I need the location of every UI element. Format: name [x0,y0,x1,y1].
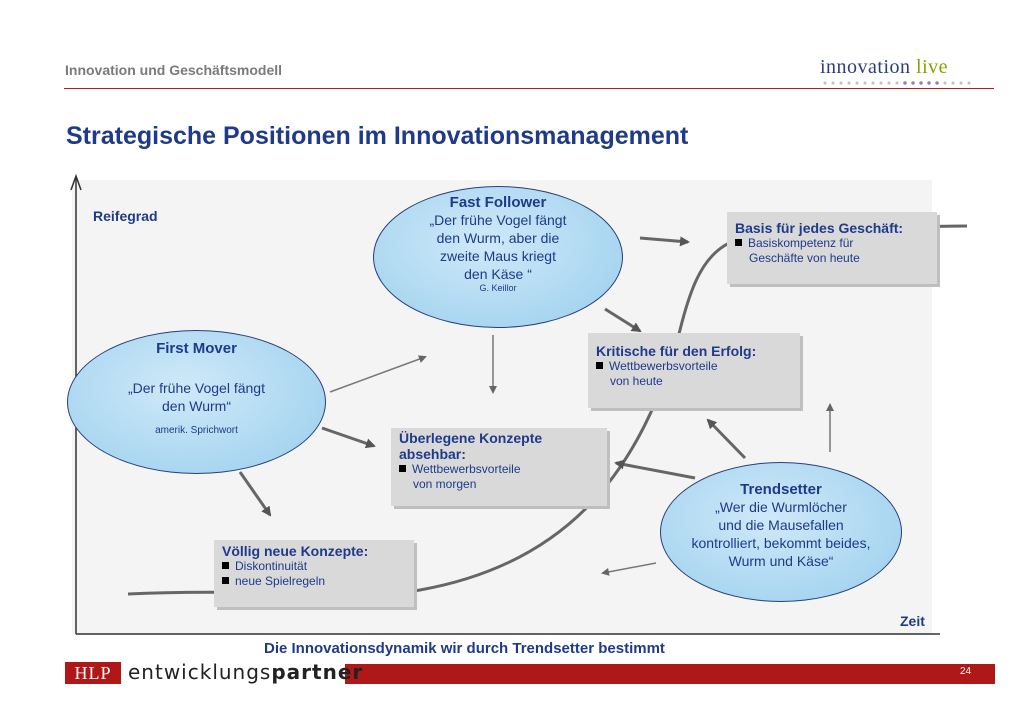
arrow-curve-to-kritisch [604,307,642,333]
kritisch-bullet-1-cont: von heute [610,374,663,388]
y-axis-arrowhead [70,173,82,191]
voellig-bullet-2: neue Spielregeln [222,574,406,589]
first-mover-quote-2: den Wurm“ [162,398,231,414]
basis-box: Basis für jedes Geschäft: Basiskompetenz… [727,212,937,284]
first-mover-title: First Mover [156,340,237,357]
first-mover-source: amerik. Sprichwort [155,425,238,436]
footer-statement: Die Innovationsdynamik wir durch Trendse… [264,640,665,657]
trendsetter-quote-1: „Wer die Wurmlöcher [715,499,847,515]
fast-follower-quote-4: den Käse “ [464,266,532,282]
arrow-firstmover-to-fastfollower [329,355,427,393]
fast-follower-source: G. Keillor [479,283,517,293]
fast-follower-title: Fast Follower [449,194,547,211]
ueberlegen-title-2: absehbar: [399,446,466,462]
kritisch-bullet-1: Wettbewerbsvorteile [596,359,792,374]
basis-bullet-1-cont: Geschäfte von heute [749,251,860,265]
bullet-square-icon [596,362,603,369]
ueberlegen-bullet-1: Wettbewerbsvorteile [399,462,599,477]
innovation-live-logo: innovation live [820,56,948,79]
arrow-trendsetter-to-kritisch [706,418,747,460]
hlp-logo-box: HLP [65,662,121,684]
ueberlegen-title-1: Überlegene Konzepte [399,430,543,446]
fast-follower-quote-2: den Wurm, aber die [436,230,560,246]
arrow-firstmover-to-ueberlegen [321,426,376,449]
basis-title: Basis für jedes Geschäft: [735,220,904,236]
bullet-square-icon [735,239,742,246]
header-title: Innovation und Geschäftsmodell [65,62,283,78]
trendsetter-title: Trendsetter [740,481,822,498]
first-mover-ellipse: First Mover „Der frühe Vogel fängt den W… [67,330,326,474]
voellig-bullet-1: Diskontinuität [222,559,406,574]
kritisch-box: Kritische für den Erfolg: Wettbewerbsvor… [588,333,800,408]
trendsetter-quote-2: und die Mausefallen [718,517,844,533]
logo-main-text: innovation [820,56,911,78]
logo-accent-text: live [916,56,949,78]
trendsetter-ellipse: Trendsetter „Wer die Wurmlöcher und die … [660,462,902,602]
first-mover-quote-1: „Der frühe Vogel fängt [128,380,265,396]
voellig-title: Völlig neue Konzepte: [222,543,369,559]
trendsetter-quote-4: Wurm und Käse“ [728,553,834,569]
trendsetter-quote-3: kontrolliert, bekommt beides, [691,535,871,551]
ueberlegen-bullet-1-cont: von morgen [413,477,477,491]
basis-bullet-1: Basiskompetenz für [735,236,929,251]
footer-red-bar [345,664,995,684]
kritisch-title: Kritische für den Erfolg: [596,343,757,359]
bullet-square-icon [222,562,229,569]
bullet-square-icon [222,577,229,584]
fast-follower-quote-1: „Der frühe Vogel fängt [429,212,567,228]
page-number: 24 [960,666,972,677]
arrow-fastfollower-to-basis [639,236,690,247]
logo-dots [823,81,971,85]
y-axis-label: Reifegrad [93,208,158,224]
arrow-trendsetter-to-ueberlegen [614,459,696,480]
page-title: Strategische Positionen im Innovationsma… [66,122,689,150]
x-axis-label: Zeit [900,613,925,629]
hlp-logo-wordmark: entwicklungspartner [128,660,364,684]
header-divider [64,88,994,89]
bullet-square-icon [399,465,406,472]
fast-follower-ellipse: Fast Follower „Der frühe Vogel fängt den… [373,186,623,328]
fast-follower-quote-3: zweite Maus kriegt [440,248,556,264]
voellig-box: Völlig neue Konzepte: Diskontinuität neu… [214,540,414,607]
ueberlegen-box: Überlegene Konzepte absehbar: Wettbewerb… [391,428,607,506]
arrow-firstmover-to-voellig [238,471,272,517]
arrow-trendsetter-left [601,562,657,576]
